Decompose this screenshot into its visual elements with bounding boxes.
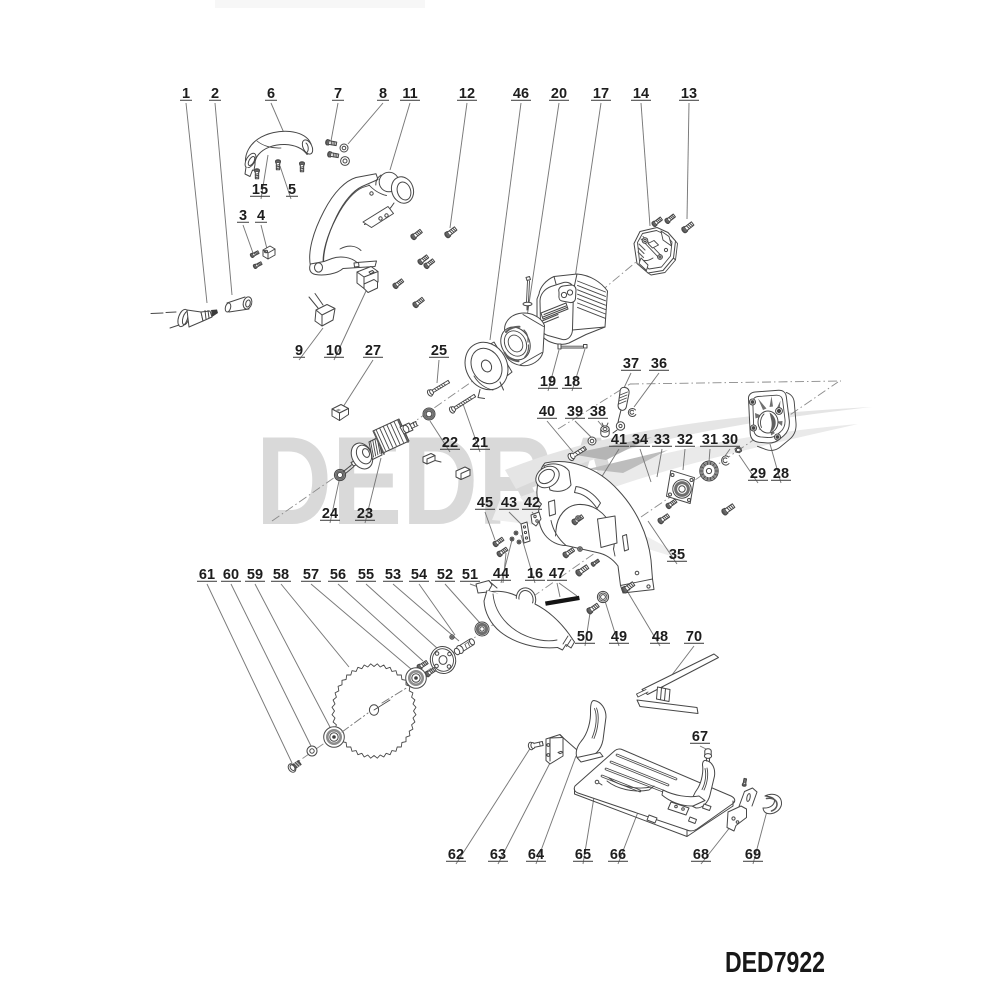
svg-text:44: 44 <box>493 566 509 582</box>
svg-text:45: 45 <box>477 495 493 511</box>
svg-text:59: 59 <box>247 567 263 583</box>
svg-text:5: 5 <box>288 182 296 198</box>
svg-text:67: 67 <box>692 729 708 745</box>
svg-text:27: 27 <box>365 343 381 359</box>
svg-text:48: 48 <box>652 629 668 645</box>
svg-text:55: 55 <box>358 567 374 583</box>
svg-text:36: 36 <box>651 356 667 372</box>
svg-text:43: 43 <box>501 495 517 511</box>
svg-text:65: 65 <box>575 847 591 863</box>
svg-text:21: 21 <box>472 435 488 451</box>
svg-text:60: 60 <box>223 567 239 583</box>
svg-text:61: 61 <box>199 567 215 583</box>
svg-text:16: 16 <box>527 566 543 582</box>
svg-text:39: 39 <box>567 404 583 420</box>
svg-text:28: 28 <box>773 466 789 482</box>
svg-text:10: 10 <box>326 343 342 359</box>
svg-text:11: 11 <box>402 86 417 102</box>
svg-text:6: 6 <box>267 86 275 102</box>
svg-text:7: 7 <box>334 86 342 102</box>
svg-text:13: 13 <box>681 86 697 102</box>
svg-text:41: 41 <box>611 432 627 448</box>
svg-text:57: 57 <box>303 567 319 583</box>
svg-text:47: 47 <box>549 566 565 582</box>
svg-text:37: 37 <box>623 356 639 372</box>
svg-text:34: 34 <box>632 432 648 448</box>
svg-text:19: 19 <box>540 374 556 390</box>
svg-text:63: 63 <box>490 847 506 863</box>
svg-text:62: 62 <box>448 847 464 863</box>
svg-text:58: 58 <box>273 567 289 583</box>
svg-text:3: 3 <box>239 208 247 224</box>
svg-text:66: 66 <box>610 847 626 863</box>
svg-text:31: 31 <box>702 432 718 448</box>
svg-text:70: 70 <box>686 629 702 645</box>
svg-text:38: 38 <box>590 404 606 420</box>
svg-text:56: 56 <box>330 567 346 583</box>
svg-text:DED7922: DED7922 <box>725 947 825 979</box>
svg-text:51: 51 <box>462 567 478 583</box>
svg-text:23: 23 <box>357 506 373 522</box>
svg-text:8: 8 <box>379 86 387 102</box>
svg-text:14: 14 <box>633 86 649 102</box>
svg-text:29: 29 <box>750 466 766 482</box>
svg-text:1: 1 <box>182 86 190 102</box>
svg-text:22: 22 <box>442 435 458 451</box>
svg-text:52: 52 <box>437 567 453 583</box>
svg-text:12: 12 <box>459 86 475 102</box>
svg-text:33: 33 <box>654 432 670 448</box>
svg-text:64: 64 <box>528 847 544 863</box>
svg-text:25: 25 <box>431 343 447 359</box>
svg-text:35: 35 <box>669 547 685 563</box>
svg-text:15: 15 <box>252 182 268 198</box>
svg-text:32: 32 <box>677 432 693 448</box>
svg-text:50: 50 <box>577 629 593 645</box>
svg-text:69: 69 <box>745 847 761 863</box>
svg-text:46: 46 <box>513 86 529 102</box>
svg-text:30: 30 <box>722 432 738 448</box>
svg-text:54: 54 <box>411 567 427 583</box>
svg-text:40: 40 <box>539 404 555 420</box>
svg-text:53: 53 <box>385 567 401 583</box>
svg-text:42: 42 <box>524 495 540 511</box>
svg-text:9: 9 <box>295 343 303 359</box>
svg-text:4: 4 <box>257 208 265 224</box>
svg-text:24: 24 <box>322 506 338 522</box>
svg-text:49: 49 <box>611 629 627 645</box>
svg-text:20: 20 <box>551 86 567 102</box>
svg-text:2: 2 <box>211 86 219 102</box>
svg-text:17: 17 <box>593 86 609 102</box>
svg-text:18: 18 <box>564 374 580 390</box>
svg-text:68: 68 <box>693 847 709 863</box>
